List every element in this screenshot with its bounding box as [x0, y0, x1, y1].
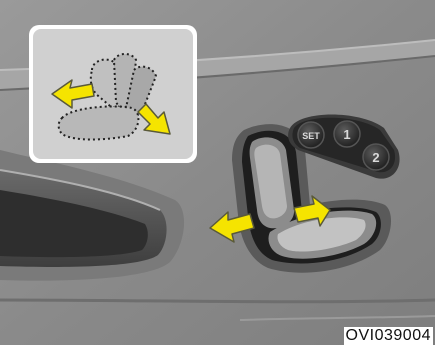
seat-recline-diagram-icon [29, 25, 197, 163]
memory-button-2[interactable]: 2 [363, 144, 389, 170]
memory-button-set[interactable]: SET [298, 122, 324, 148]
figure-code: OVI039004 [344, 327, 433, 345]
door-panel-lines [0, 300, 435, 302]
memory-button-2-label: 2 [372, 150, 379, 165]
memory-button-1-label: 1 [343, 127, 350, 142]
memory-button-1[interactable]: 1 [334, 121, 360, 147]
memory-button-set-label: SET [302, 131, 320, 141]
